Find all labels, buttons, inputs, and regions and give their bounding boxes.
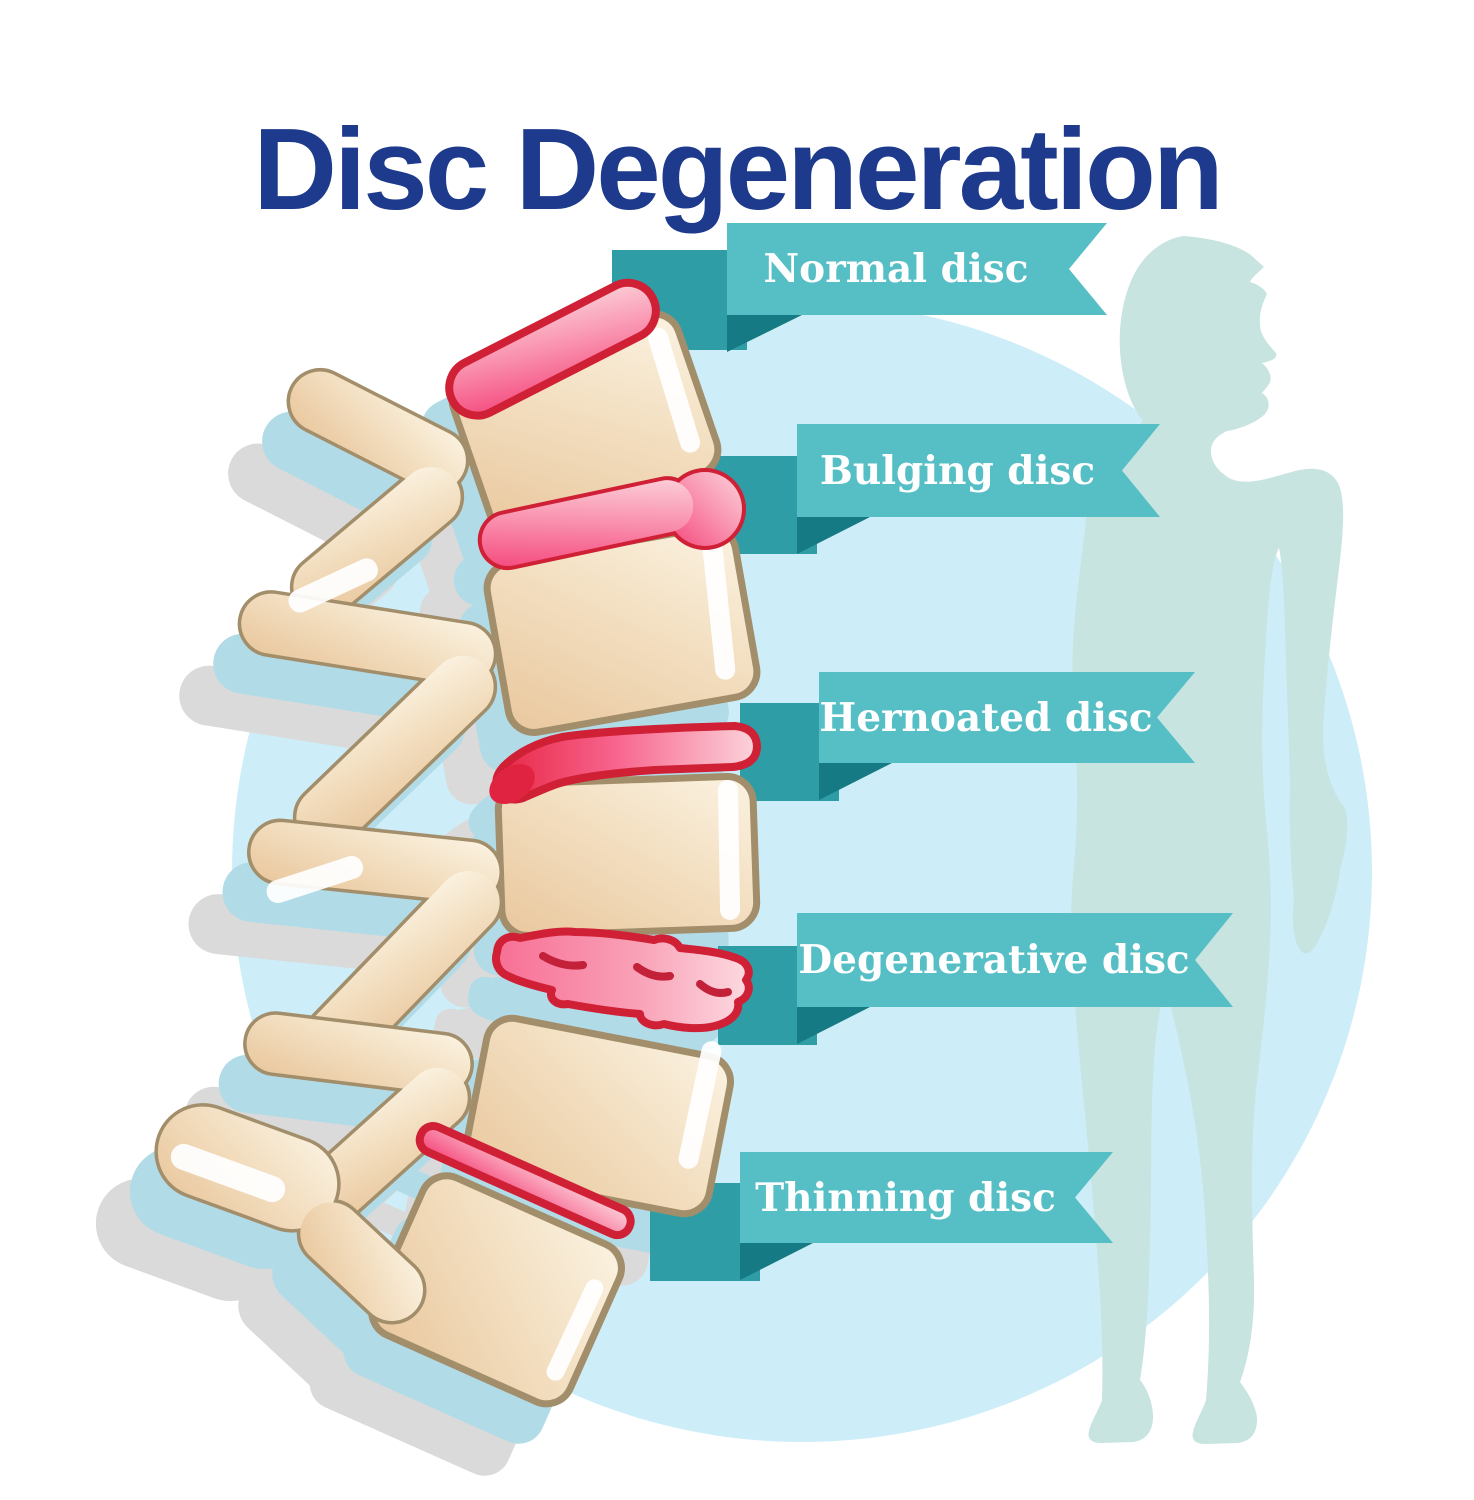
ribbon-label: Bulging disc [819,447,1096,494]
ribbon-thinning-disc: Thinning disc [740,1152,1113,1243]
ribbon-fold-hernoated [819,762,894,800]
ribbon-label: Hernoated disc [819,694,1153,741]
ribbon-bulging-disc: Bulging disc [797,424,1160,517]
ribbon-normal-disc: Normal disc [727,223,1107,315]
ribbon-fold-degenerative [797,1006,872,1044]
ribbon-fold-thinning [740,1242,815,1280]
page-title: Disc Degeneration [253,103,1224,234]
ribbon-degenerative-disc: Degenerative disc [797,913,1233,1007]
ribbon-label: Degenerative disc [798,937,1190,983]
ribbon-label: Normal disc [763,246,1029,292]
male-body-silhouette [1071,236,1348,1444]
ribbon-fold-normal [727,314,804,352]
herniation-bulge [489,764,535,804]
spine [145,273,761,1412]
ribbon-label: Thinning disc [755,1174,1056,1221]
hernoated-disc [489,726,757,804]
ribbon-hernoated-disc: Hernoated disc [819,672,1195,763]
bone-highlights [170,327,741,1381]
degenerative-disc [496,931,749,1028]
ribbon-fold-bulging [797,516,872,554]
